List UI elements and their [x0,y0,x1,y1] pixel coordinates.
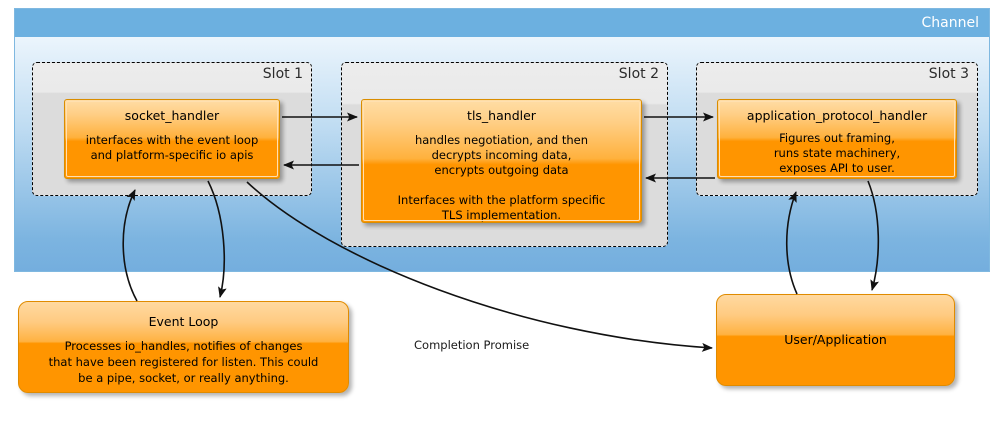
user-application-title: User/Application [784,332,887,347]
socket-handler-description: interfaces with the event loop and platf… [85,133,259,162]
tls-handler-description: handles negotiation, and then decrypts i… [397,133,606,222]
tls-handler-box[interactable]: tls_handler handles negotiation, and the… [361,99,642,223]
completion-promise-label: Completion Promise [414,338,530,352]
event-loop-box[interactable]: Event Loop Processes io_handles, notifie… [18,301,349,393]
socket-handler-box[interactable]: socket_handler interfaces with the event… [64,99,280,179]
tls-handler-title: tls_handler [467,108,536,123]
user-application-box[interactable]: User/Application [716,294,955,386]
slot-1-title: Slot 1 [262,66,303,82]
slot-3-title: Slot 3 [928,66,969,82]
event-loop-title: Event Loop [148,314,219,329]
slot-2-title: Slot 2 [618,66,659,82]
application-protocol-handler-description: Figures out framing, runs state machiner… [773,131,901,175]
application-protocol-handler-box[interactable]: application_protocol_handler Figures out… [717,99,957,179]
channel-title: Channel [15,9,989,37]
application-protocol-handler-title: application_protocol_handler [746,108,928,123]
event-loop-description: Processes io_handles, notifies of change… [48,339,319,385]
socket-handler-title: socket_handler [124,108,220,123]
